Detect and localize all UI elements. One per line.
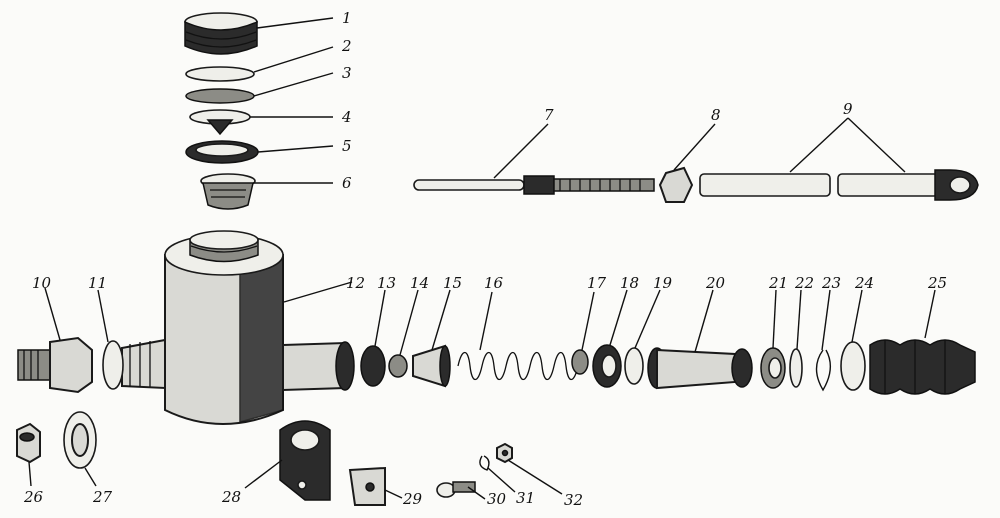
part-27-lock-washer — [63, 411, 97, 469]
label-12: 12 — [346, 274, 365, 292]
label-22: 22 — [794, 274, 814, 292]
label-30: 30 — [487, 490, 507, 508]
part-11-washer — [102, 340, 124, 390]
label-29: 29 — [402, 490, 423, 508]
label-4: 4 — [341, 108, 352, 126]
label-6: 6 — [342, 174, 352, 192]
part-16-spring — [457, 351, 579, 381]
label-17: 17 — [587, 274, 607, 292]
part-17-spring-seat — [571, 349, 589, 375]
label-26: 26 — [23, 488, 44, 506]
leader-lines — [28, 17, 936, 500]
part-32-small-nut — [496, 442, 513, 464]
part-4-valve-disc — [189, 109, 251, 136]
part-6-filter-strainer — [200, 173, 256, 210]
label-5: 5 — [342, 137, 352, 155]
part-10-union-fitting — [17, 336, 93, 394]
part-13-seal-ring — [360, 345, 386, 387]
label-32: 32 — [564, 491, 583, 509]
part-22-ring — [789, 348, 803, 388]
label-28: 28 — [221, 488, 241, 506]
label-25: 25 — [927, 274, 947, 292]
label-24: 24 — [854, 274, 874, 292]
label-20: 20 — [705, 274, 726, 292]
label-27: 27 — [92, 488, 113, 506]
part-15-valve — [412, 344, 451, 388]
part-29-bracket — [348, 466, 386, 506]
label-11: 11 — [88, 274, 107, 292]
label-13: 13 — [377, 274, 396, 292]
label-3: 3 — [342, 64, 352, 82]
part-24-retainer — [840, 341, 866, 391]
label-23: 23 — [821, 274, 841, 292]
part-23-snap-ring — [815, 349, 831, 392]
part-18-cup — [592, 344, 622, 388]
part-28-mounting-clamp — [279, 420, 331, 501]
label-16: 16 — [484, 274, 504, 292]
part-26-nut — [16, 422, 41, 464]
label-18: 18 — [620, 274, 639, 292]
part-19-washer — [624, 347, 644, 385]
part-3-washer — [185, 88, 255, 104]
part-9-pull-tube — [699, 169, 979, 201]
label-1: 1 — [342, 9, 352, 27]
label-31: 31 — [516, 489, 535, 507]
part-1-filler-cap — [184, 12, 258, 55]
label-2: 2 — [341, 37, 352, 55]
part-number-labels: 1 2 3 4 5 6 7 8 9 10 11 12 13 14 15 16 1… — [23, 9, 947, 509]
label-7: 7 — [544, 106, 554, 124]
part-21-cup-seal — [760, 347, 786, 389]
label-21: 21 — [768, 274, 788, 292]
part-31-spring-washer — [479, 455, 490, 471]
part-20-piston — [647, 347, 753, 390]
part-25-rubber-boot — [869, 339, 976, 395]
part-14-small-cup — [388, 354, 408, 378]
label-9: 9 — [843, 100, 853, 118]
part-2-gasket — [185, 66, 255, 82]
label-14: 14 — [410, 274, 429, 292]
label-19: 19 — [653, 274, 673, 292]
label-15: 15 — [443, 274, 462, 292]
part-7-push-rod — [413, 175, 655, 195]
part-30-bolt — [436, 481, 476, 498]
part-5-ring — [185, 140, 259, 164]
part-8-lock-nut — [658, 166, 694, 203]
part-12-reservoir-body — [121, 230, 355, 425]
label-10: 10 — [32, 274, 52, 292]
label-8: 8 — [711, 106, 721, 124]
